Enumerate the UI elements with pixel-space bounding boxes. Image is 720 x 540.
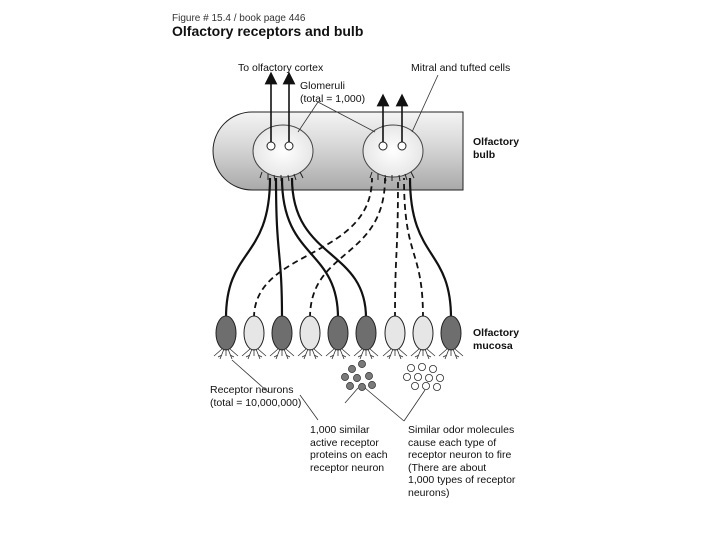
receptor-axon-6 [290,177,368,319]
receptor-neuron-9 [438,315,464,360]
receptor-neuron-7 [382,315,408,360]
receptor-axons [224,177,453,319]
receptor-axon-5 [280,177,340,319]
label-olfactory-bulb: Olfactory bulb [473,136,520,161]
label-similar-odor-molecules: Similar odor molecules cause each type o… [408,424,516,499]
receptor-axon-3 [274,177,284,319]
receptor-axon-2 [253,177,373,319]
receptor-neuron-5 [325,315,351,360]
receptor-neuron-1 [213,315,239,360]
label-to-olfactory-cortex: To olfactory cortex [238,62,324,74]
glomerulus-left [252,124,314,178]
figure-title: Olfactory receptors and bulb [172,23,364,39]
label-receptor-neurons: Receptor neurons (total = 10,000,000) [210,384,302,409]
receptor-neuron-6 [353,315,379,360]
leader-lines [231,74,439,422]
glomerulus-right [362,124,424,178]
receptor-axon-7 [394,177,399,319]
olfactory-bulb [212,111,464,191]
receptor-axon-4 [309,177,386,319]
odor-molecules-dark [341,360,376,391]
receptor-neuron-2 [241,315,267,360]
receptor-neuron-3 [269,315,295,360]
output-axons [264,71,409,142]
odor-molecules-light [402,362,444,391]
label-mitral-tufted-cells: Mitral and tufted cells [411,62,511,74]
label-olfactory-mucosa: Olfactory mucosa [473,327,520,352]
receptor-axon-1 [224,177,272,319]
receptor-axon-9 [408,177,453,319]
receptor-neuron-8 [410,315,436,360]
receptor-neurons [213,315,464,360]
figure-subtitle: Figure # 15.4 / book page 446 [172,13,306,24]
receptor-neuron-4 [297,315,323,360]
receptor-axon-8 [403,177,424,319]
label-glomeruli: Glomeruli (total = 1,000) [300,80,366,105]
label-active-receptor-proteins: 1,000 similar active receptor proteins o… [310,424,388,474]
